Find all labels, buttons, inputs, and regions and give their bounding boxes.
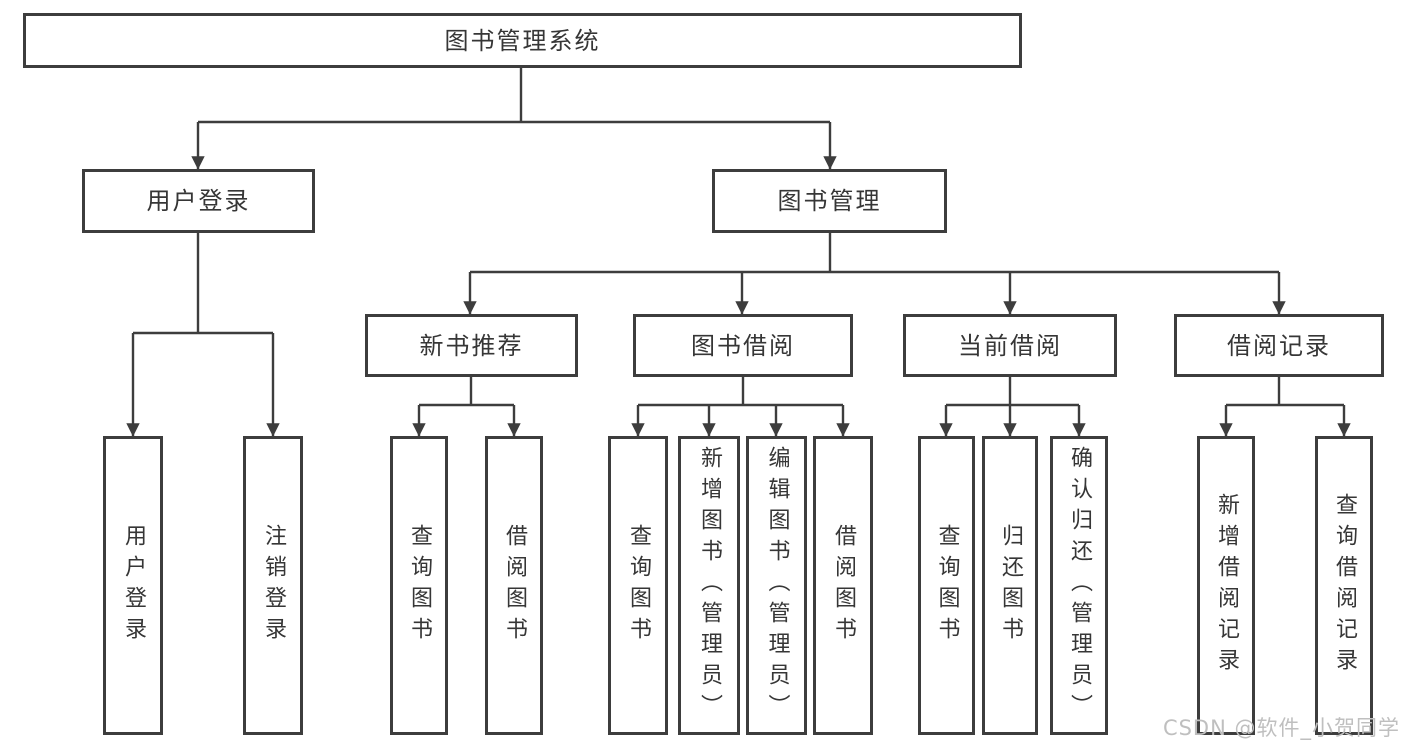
connector-root-to-level2: [191, 68, 837, 170]
connector-user-login-children: [126, 233, 280, 437]
node-leaf-return-books: 归还图书: [982, 436, 1038, 735]
node-leaf-query-books-recommend: 查询图书: [390, 436, 448, 735]
node-leaf-query-books-borrow: 查询图书: [608, 436, 668, 735]
watermark: CSDN @软件_小贺同学: [1162, 716, 1400, 740]
node-leaf-logout: 注销登录: [243, 436, 303, 735]
connector-book-management-children: [463, 233, 1286, 315]
node-label: 查询图书: [407, 523, 432, 648]
connector-new-book-recommend-children: [412, 377, 521, 437]
node-current-borrow: 当前借阅: [903, 314, 1117, 377]
node-leaf-edit-books-admin: 编辑图书（管理员）: [746, 436, 807, 735]
node-leaf-add-borrow-record: 新增借阅记录: [1197, 436, 1255, 735]
node-library-management-system: 图书管理系统: [23, 13, 1022, 68]
node-label: 图书管理: [777, 187, 882, 215]
node-label: 图书借阅: [691, 331, 795, 360]
connector-borrow-records-children: [1219, 377, 1351, 437]
node-label: 新增图书（管理员）: [697, 446, 722, 725]
connector-current-borrow-children: [939, 377, 1086, 437]
node-leaf-borrow-books-recommend: 借阅图书: [485, 436, 543, 735]
node-label: 查询借阅记录: [1332, 492, 1357, 679]
node-label: 确认归还（管理员）: [1067, 446, 1092, 725]
connector-book-borrow-children: [631, 377, 850, 437]
node-label: 查询图书: [626, 523, 651, 648]
node-book-borrow: 图书借阅: [633, 314, 853, 377]
node-leaf-add-books-admin: 新增图书（管理员）: [678, 436, 740, 735]
node-label: 借阅图书: [502, 523, 527, 648]
node-label: 新书推荐: [419, 331, 524, 360]
node-label: 用户登录: [146, 187, 251, 215]
node-label: 图书管理系统: [444, 26, 601, 55]
node-borrow-records: 借阅记录: [1174, 314, 1384, 377]
node-leaf-query-books-current: 查询图书: [918, 436, 975, 735]
node-new-book-recommend: 新书推荐: [365, 314, 578, 377]
node-label: 借阅图书: [831, 523, 856, 648]
node-book-management-module: 图书管理: [712, 169, 947, 233]
node-label: 查询图书: [934, 523, 960, 648]
node-leaf-user-login: 用户登录: [103, 436, 163, 735]
node-label: 借阅记录: [1227, 331, 1331, 360]
node-user-login-module: 用户登录: [82, 169, 315, 233]
node-leaf-confirm-return-admin: 确认归还（管理员）: [1050, 436, 1108, 735]
node-label: 新增借阅记录: [1214, 492, 1239, 679]
node-leaf-query-borrow-record: 查询借阅记录: [1315, 436, 1373, 735]
node-label: 当前借阅: [958, 331, 1062, 360]
node-label: 编辑图书（管理员）: [764, 446, 790, 725]
node-label: 注销登录: [261, 523, 286, 648]
node-label: 用户登录: [121, 523, 146, 648]
node-leaf-borrow-books: 借阅图书: [813, 436, 873, 735]
node-label: 归还图书: [998, 523, 1023, 648]
